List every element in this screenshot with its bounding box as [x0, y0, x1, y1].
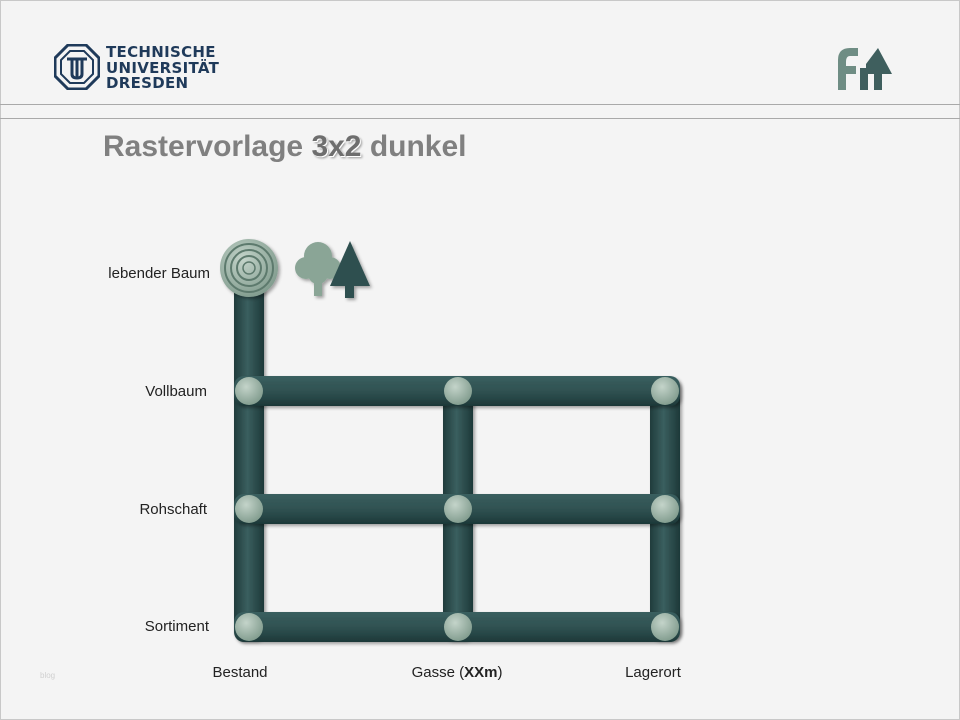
node-vollbaum-lagerort: [651, 377, 679, 405]
node-sortiment-gasse: [444, 613, 472, 641]
tree-rings-icon: [220, 239, 278, 297]
deciduous-tree-icon: [295, 242, 341, 296]
conifer-tree-icon: [330, 241, 370, 298]
row-label-vollbaum: Vollbaum: [145, 383, 207, 400]
grid-nodes: [235, 377, 679, 641]
node-vollbaum-bestand: [235, 377, 263, 405]
university-name: TECHNISCHE UNIVERSITÄT DRESDEN: [106, 43, 220, 92]
node-sortiment-bestand: [235, 613, 263, 641]
node-rohschaft-gasse: [444, 495, 472, 523]
col-label-gasse: Gasse (XXm): [411, 664, 503, 681]
fit-logo-icon: [838, 48, 892, 90]
tu-dresden-logo: TECHNISCHE UNIVERSITÄT DRESDEN: [54, 44, 219, 94]
title-prefix: Rastervorlage: [103, 130, 312, 163]
node-sortiment-lagerort: [651, 613, 679, 641]
tu-dresden-emblem-icon: [54, 44, 100, 90]
row-label-sortiment: Sortiment: [144, 618, 209, 635]
col-label-lagerort: Lagerort: [625, 664, 681, 681]
header-divider-top: [0, 104, 960, 105]
node-rohschaft-bestand: [235, 495, 263, 523]
node-rohschaft-lagerort: [651, 495, 679, 523]
col-label-bestand: Bestand: [212, 664, 268, 681]
header-divider-bottom: [0, 118, 960, 119]
footer-note: blog: [40, 671, 56, 680]
row-label-rohschaft: Rohschaft: [139, 501, 207, 518]
slide-title: Rastervorlage 3x2 dunkel: [103, 130, 467, 164]
node-vollbaum-gasse: [444, 377, 472, 405]
title-suffix: dunkel: [361, 130, 467, 163]
row-label-lebender-baum: lebender Baum: [108, 265, 210, 282]
title-highlight: 3x2: [311, 130, 362, 163]
pipe-bestand: [234, 262, 264, 640]
